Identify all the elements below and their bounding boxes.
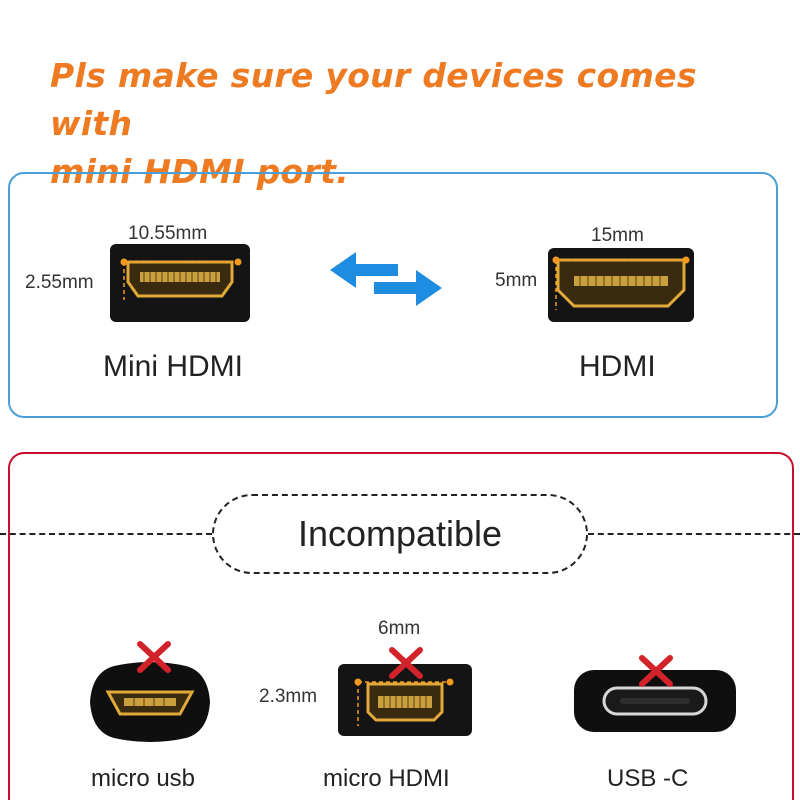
mini-hdmi-port-icon [110, 244, 250, 322]
micro-hdmi-height-label: 2.3mm [259, 686, 318, 707]
incompatible-panel [8, 452, 794, 800]
hdmi-label: HDMI [579, 350, 656, 383]
micro-hdmi-width-label: 6mm [378, 618, 421, 639]
hdmi-width-label: 15mm [591, 225, 644, 246]
headline-line-1: Pls make sure your devices comes with [50, 56, 697, 143]
mini-hdmi-height-label: 2.55mm [25, 272, 94, 293]
hdmi-port-icon [548, 248, 694, 322]
micro-hdmi-label: micro HDMI [323, 765, 450, 792]
divider-left [0, 533, 212, 535]
usb-c-port-icon [574, 670, 736, 732]
red-x-icon [137, 641, 171, 673]
red-x-icon [639, 655, 673, 687]
micro-hdmi-port-icon [338, 664, 472, 736]
incompatible-title: Incompatible [297, 513, 503, 554]
mini-hdmi-width-label: 10.55mm [128, 223, 208, 244]
compatible-panel [8, 172, 778, 418]
headline-line-2: mini HDMI port. [50, 152, 349, 191]
mini-hdmi-label: Mini HDMI [103, 350, 243, 383]
hdmi-height-label: 5mm [495, 270, 538, 291]
usb-c-label: USB -C [607, 765, 689, 792]
bidirectional-arrows-icon [330, 252, 442, 306]
divider-right [588, 533, 800, 535]
micro-usb-port-icon [90, 662, 210, 742]
incompatible-heading: Incompatible [212, 494, 588, 574]
red-x-icon [389, 647, 423, 679]
micro-usb-label: micro usb [91, 765, 196, 792]
headline: Pls make sure your devices comes with mi… [50, 52, 790, 196]
